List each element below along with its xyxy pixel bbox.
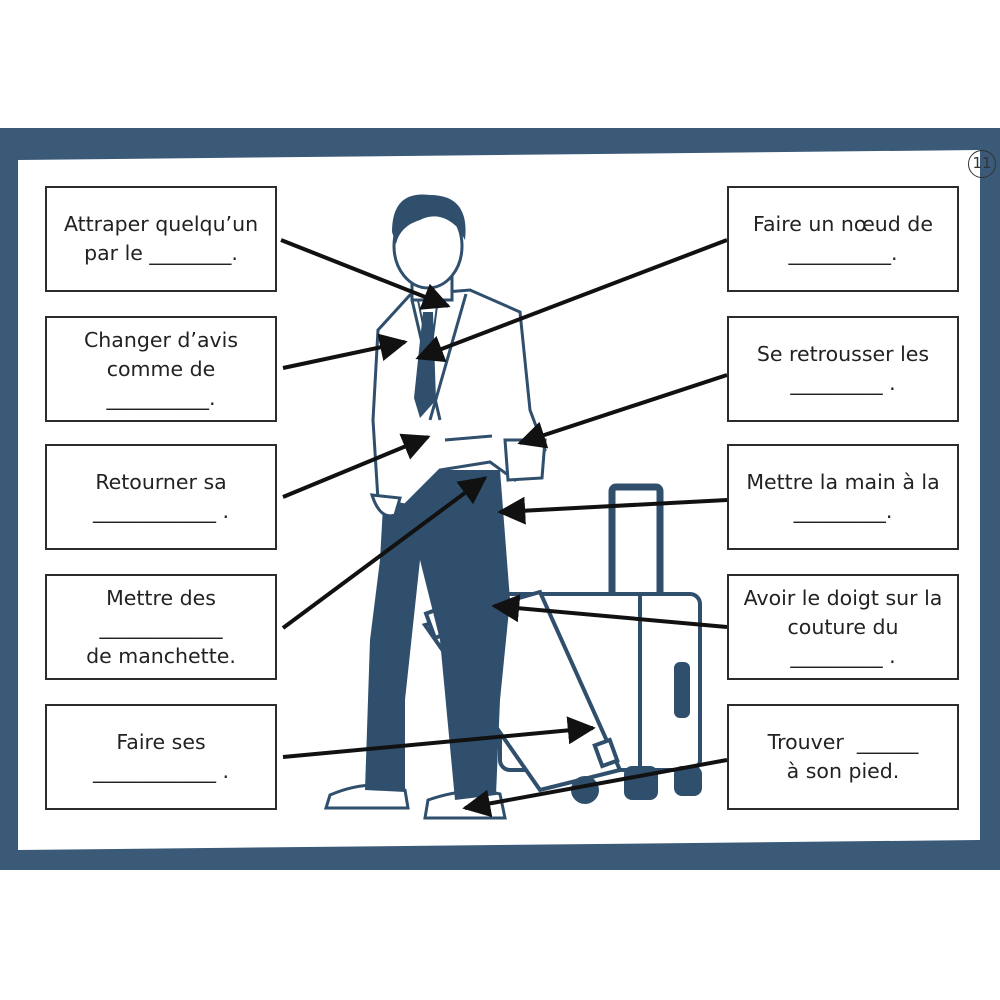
right-box-5: Trouver ______ à son pied.: [727, 704, 959, 810]
box-line: __________.: [106, 385, 216, 410]
box-line: par le ________.: [84, 241, 238, 265]
box-line: _________ .: [790, 371, 896, 395]
box-line: Mettre des: [106, 585, 216, 610]
box-line: _________ .: [790, 643, 896, 668]
box-line: Attraper quelqu’un: [63, 212, 259, 236]
left-box-1: Attraper quelqu’un par le ________.: [45, 186, 277, 292]
box-line: Faire un nœud de: [753, 212, 933, 236]
right-box-2: Se retrousser les _________ .: [727, 316, 959, 422]
box-line: Se retrousser les: [756, 342, 930, 366]
box-line: Retourner sa: [95, 470, 227, 494]
box-line: ____________ .: [92, 499, 230, 523]
box-line: _________.: [793, 499, 893, 523]
box-line: de manchette.: [86, 643, 236, 668]
box-line: ____________: [99, 614, 223, 639]
box-line: Mettre la main à la: [746, 470, 940, 494]
box-line: couture du: [787, 614, 899, 639]
right-box-4: Avoir le doigt sur la couture du _______…: [727, 574, 959, 680]
box-line: __________.: [788, 241, 898, 265]
arrows: [280, 238, 728, 818]
left-box-4: Mettre des ____________ de manchette.: [45, 574, 277, 680]
box-line: Trouver ______: [767, 730, 919, 754]
right-box-3: Mettre la main à la _________.: [727, 444, 959, 550]
box-line: Faire ses: [116, 730, 206, 754]
box-line: à son pied.: [786, 759, 900, 783]
right-box-1: Faire un nœud de __________.: [727, 186, 959, 292]
left-box-3: Retourner sa ____________ .: [45, 444, 277, 550]
box-line: Avoir le doigt sur la: [743, 585, 943, 610]
box-line: Changer d’avis: [83, 327, 239, 352]
left-box-2: Changer d’avis comme de __________.: [45, 316, 277, 422]
page-number-badge: 11: [968, 150, 996, 178]
box-line: ____________ .: [92, 759, 230, 783]
left-box-5: Faire ses ____________ .: [45, 704, 277, 810]
box-line: comme de: [106, 356, 216, 381]
